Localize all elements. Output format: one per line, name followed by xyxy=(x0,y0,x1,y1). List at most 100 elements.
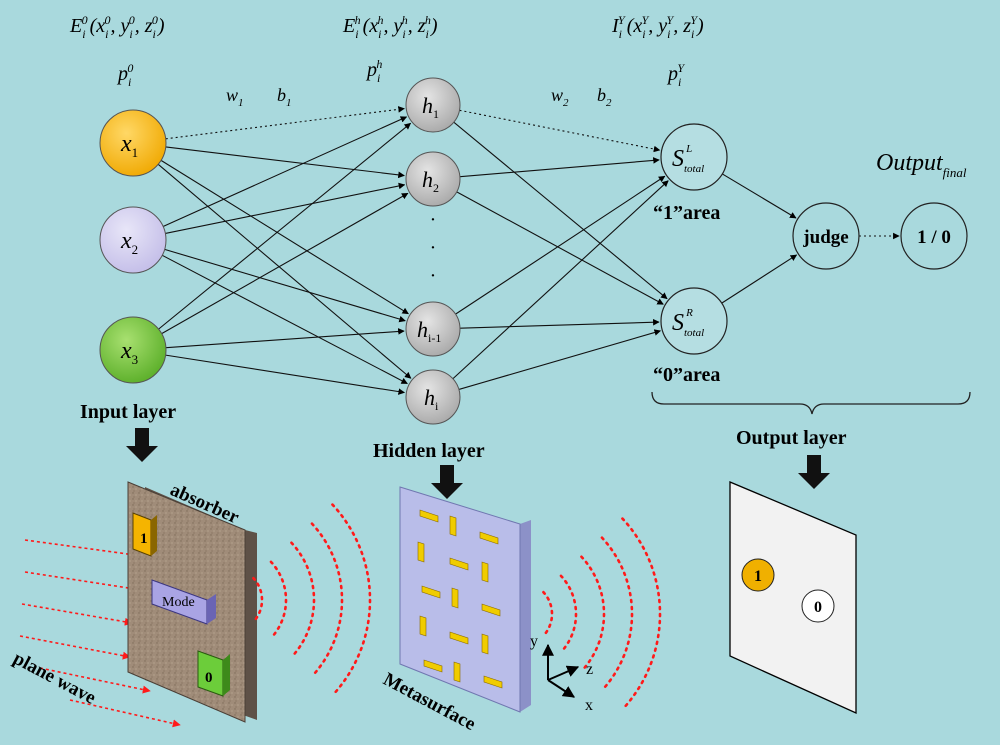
connection-arrow xyxy=(722,173,797,219)
wavefront-arc xyxy=(310,522,344,678)
metasurface-ribbon xyxy=(449,631,469,645)
connection-arrow xyxy=(161,192,409,335)
w2-label: w2 xyxy=(551,85,569,109)
connection-arrow xyxy=(164,248,406,323)
metasurface-ribbon xyxy=(481,561,489,583)
input-eq-E: E xyxy=(69,15,82,37)
metasurface-ribbon xyxy=(479,531,499,545)
wavefront-arc xyxy=(331,503,372,697)
wavefront-arc xyxy=(559,574,578,654)
input-equation: Ei0(xi0, yi0, zi0) pi0 xyxy=(69,13,165,89)
metasurface-ribbons xyxy=(417,509,503,689)
b2-label: b2 xyxy=(597,85,612,109)
metasurface-ribbon xyxy=(483,675,503,689)
hidden-node-h2: h2 xyxy=(405,151,461,207)
metasurface-ribbon xyxy=(453,661,461,683)
hidden-down-arrow xyxy=(431,465,463,499)
connection-arrow xyxy=(162,116,408,227)
wavefront-arc xyxy=(252,576,264,624)
connection-arrow xyxy=(160,159,409,315)
result-node: 1 / 0 xyxy=(900,202,968,270)
wavefront-arc xyxy=(580,555,606,673)
output-layer-label: Output layer xyxy=(736,427,847,449)
b1-label: b1 xyxy=(277,85,292,109)
svg-text:StotalR: StotalR xyxy=(672,307,704,339)
svg-text:h1: h1 xyxy=(422,93,439,121)
input-down-arrow xyxy=(126,428,158,462)
input-layer-label: Input layer xyxy=(80,401,176,423)
plane-wave-arrow xyxy=(24,571,136,592)
svg-text:1: 1 xyxy=(140,531,148,547)
zero-area-label: “0”area xyxy=(653,364,720,386)
svg-text:·: · xyxy=(430,265,437,287)
metasurface-ribbon xyxy=(421,585,441,599)
w1-label: w1 xyxy=(226,85,244,109)
output-node-s-left: StotalL xyxy=(660,123,728,191)
input-node-x2: x2 xyxy=(99,206,167,274)
svg-text:IiY(xiY, yiY, ziY): IiY(xiY, yiY, ziY) xyxy=(611,13,704,41)
connection-arrow xyxy=(459,109,661,153)
connection-arrow xyxy=(157,163,412,379)
input-node-x3: x3 xyxy=(99,316,167,384)
metasurface-ribbon xyxy=(419,615,427,637)
connection-arrow xyxy=(721,254,798,304)
svg-text:1 / 0: 1 / 0 xyxy=(917,227,951,248)
plane-wave-arrow xyxy=(39,667,151,694)
svg-text:·: · xyxy=(430,237,437,259)
metasurface-ribbon xyxy=(481,603,501,617)
connection-arrow xyxy=(161,254,408,385)
svg-text:judge: judge xyxy=(802,227,848,248)
hidden-node-h1: h1 xyxy=(405,77,461,133)
absorber-cube-1: 1 xyxy=(132,512,157,557)
wavefront-arc xyxy=(621,517,662,711)
absorber-cube-0: 0 xyxy=(197,650,230,697)
hidden-node-hi-1: hi-1 xyxy=(405,301,461,357)
plane-wave-arrows xyxy=(19,539,181,728)
svg-text:hi: hi xyxy=(424,385,439,413)
wavefront-arc xyxy=(542,590,554,638)
axis-z-label: z xyxy=(586,661,593,678)
svg-text:0: 0 xyxy=(205,670,213,686)
network-connections xyxy=(157,106,900,395)
metasurface-ribbon xyxy=(417,541,425,563)
wavefronts xyxy=(252,503,662,711)
connection-arrow xyxy=(459,318,660,329)
connection-arrow xyxy=(165,106,405,140)
wavefront-arc xyxy=(269,560,288,640)
wavefront-arc xyxy=(290,541,316,659)
connection-arrow xyxy=(165,354,406,395)
connection-arrow xyxy=(165,328,405,349)
mode-block: Mode xyxy=(151,579,216,625)
hidden-ellipsis: · · · xyxy=(430,209,437,287)
output-down-arrow xyxy=(798,455,830,489)
connection-arrow xyxy=(459,157,660,178)
metasurface-ribbon xyxy=(449,557,469,571)
svg-text:StotalL: StotalL xyxy=(672,143,704,175)
metasurface-ribbon xyxy=(423,659,443,673)
hidden-p: pih xyxy=(365,57,382,85)
connection-arrow xyxy=(455,175,666,315)
connection-arrow xyxy=(456,191,664,305)
metasurface-ribbon xyxy=(481,633,489,655)
screen-dot-1: 1 xyxy=(741,558,775,592)
plane-wave-arrow xyxy=(24,539,136,558)
coordinate-axes xyxy=(542,643,580,698)
plane-wave-arrow xyxy=(69,699,181,728)
svg-text:x3: x3 xyxy=(120,338,138,367)
svg-text:x2: x2 xyxy=(120,228,138,257)
plane-wave-arrow xyxy=(19,635,131,660)
input-p: pi0 xyxy=(116,61,133,89)
svg-text:Mode: Mode xyxy=(162,595,195,610)
svg-text:Eih(xih, yih, zih): Eih(xih, yih, zih) xyxy=(342,13,438,41)
output-equation: IiY(xiY, yiY, ziY) piY xyxy=(611,13,704,89)
connection-arrow xyxy=(452,180,669,380)
connection-arrow xyxy=(453,121,668,300)
metasurface-ribbon xyxy=(451,587,459,609)
svg-text:Ei0(xi0, yi0, zi0): Ei0(xi0, yi0, zi0) xyxy=(69,13,165,41)
judge-node: judge xyxy=(792,202,860,270)
connection-arrow xyxy=(165,182,406,234)
output-screen: 1 0 xyxy=(729,481,857,715)
metasurface-panel xyxy=(399,486,531,713)
connection-arrow xyxy=(458,329,662,390)
